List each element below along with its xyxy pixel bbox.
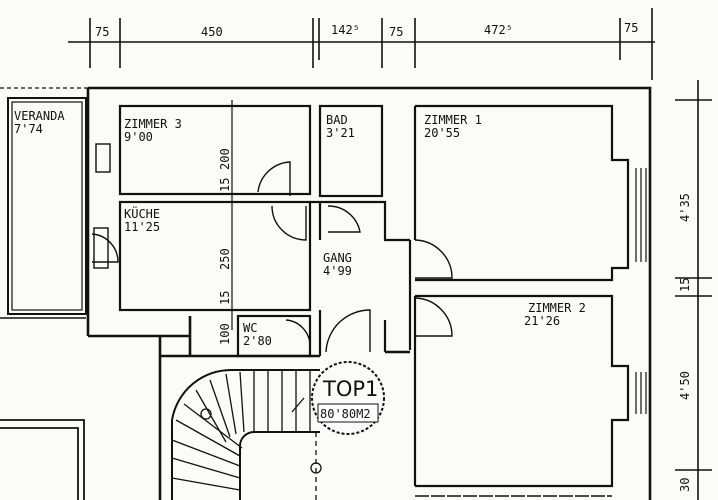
door-zimmer2 <box>414 297 453 337</box>
bad-walls <box>318 104 384 198</box>
gang-walls <box>310 200 412 356</box>
wc-area: 2'80 <box>243 334 272 348</box>
wc-name: WC <box>243 321 257 335</box>
zimmer3-name: ZIMMER 3 <box>124 117 182 131</box>
door-swings <box>91 161 453 353</box>
zimmer1-area: 20'55 <box>424 126 460 140</box>
internal-dim-5: 100 <box>218 323 232 345</box>
door-kueche <box>91 233 119 263</box>
zimmer2-name: ZIMMER 2 <box>528 301 586 315</box>
zimmer3-area: 9'00 <box>124 130 153 144</box>
right-dim-3: 4'50 <box>678 371 692 400</box>
top-dim-2: 450 <box>201 25 223 39</box>
unit-area: 80'80M2 <box>320 407 371 421</box>
right-dimension-line <box>675 80 712 500</box>
right-dim-1: 4'35 <box>678 193 692 222</box>
veranda <box>0 87 88 319</box>
top-dimension-line <box>68 8 655 80</box>
zimmer1-walls <box>413 104 630 282</box>
wc-walls <box>236 314 312 358</box>
bad-area: 3'21 <box>326 126 355 140</box>
zimmer3-walls <box>118 104 312 196</box>
internal-dim-3: 250 <box>218 248 232 270</box>
door-zimmer1 <box>414 239 453 279</box>
internal-dim-4: 15 <box>218 291 232 305</box>
neighbour-fragment <box>0 419 85 500</box>
internal-dim-2: 15 <box>218 178 232 192</box>
zimmer2-area: 21'26 <box>524 314 560 328</box>
kueche-window <box>93 227 109 269</box>
zimmer2-window <box>635 372 647 414</box>
gang-name: GANG <box>323 251 352 265</box>
right-dim-4: 30 <box>678 478 692 492</box>
bad-name: BAD <box>326 113 348 127</box>
top-dim-6: 75 <box>624 21 638 35</box>
gang-area: 4'99 <box>323 264 352 278</box>
zimmer3-window <box>95 143 111 173</box>
internal-dim-1: 200 <box>218 148 232 170</box>
veranda-area: 7'74 <box>14 122 43 136</box>
door-wc <box>285 319 311 347</box>
zimmer1-name: ZIMMER 1 <box>424 113 482 127</box>
zimmer1-window <box>635 168 647 262</box>
door-zimmer3 <box>257 161 291 196</box>
kueche-area: 11'25 <box>124 220 160 234</box>
veranda-name: VERANDA <box>14 109 65 123</box>
door-gang-upper <box>271 205 307 241</box>
unit-stamp <box>311 361 385 435</box>
top-dim-3: 142⁵ <box>331 23 360 37</box>
kueche-name: KÜCHE <box>124 205 160 221</box>
unit-name: TOP1 <box>322 377 378 401</box>
staircase <box>171 368 322 500</box>
zimmer2-walls <box>413 294 630 488</box>
door-entrance <box>325 309 371 353</box>
right-dim-2: 15 <box>678 278 692 292</box>
door-bad <box>327 205 361 233</box>
top-dim-4: 75 <box>389 25 403 39</box>
kueche-walls <box>118 200 312 312</box>
top-dim-5: 472⁵ <box>484 23 513 37</box>
top-dim-1: 75 <box>95 25 109 39</box>
